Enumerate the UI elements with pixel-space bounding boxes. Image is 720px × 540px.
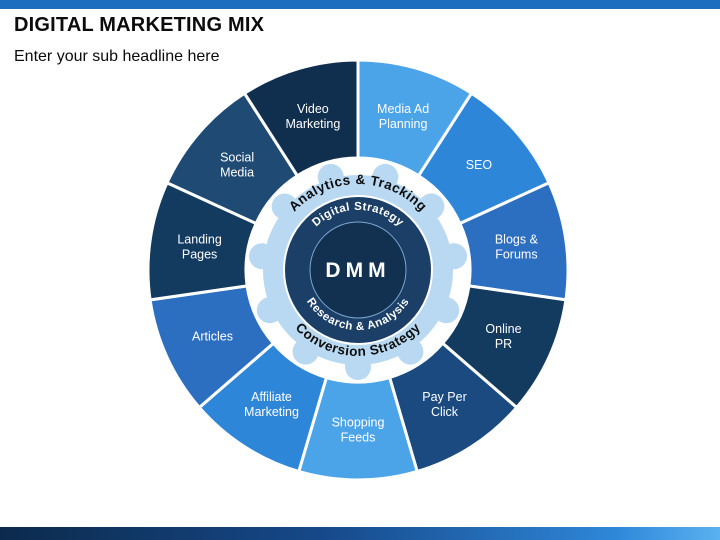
wheel-segment xyxy=(242,58,360,178)
slide-title: DIGITAL MARKETING MIX xyxy=(14,14,265,36)
bottom-accent-bar xyxy=(0,527,720,540)
slide-subtitle: Enter your sub headline here xyxy=(14,48,220,65)
gear-ring: Analytics & Tracking Conversion Strategy… xyxy=(249,163,467,380)
top-accent-bar xyxy=(0,0,720,9)
wheel-segment-label: SEO xyxy=(466,158,493,172)
center-label: DMM xyxy=(325,259,390,282)
core-circle xyxy=(309,221,407,319)
wheel-segment-label: Blogs &Forums xyxy=(495,233,539,262)
wheel-segment-label: Articles xyxy=(192,330,233,344)
